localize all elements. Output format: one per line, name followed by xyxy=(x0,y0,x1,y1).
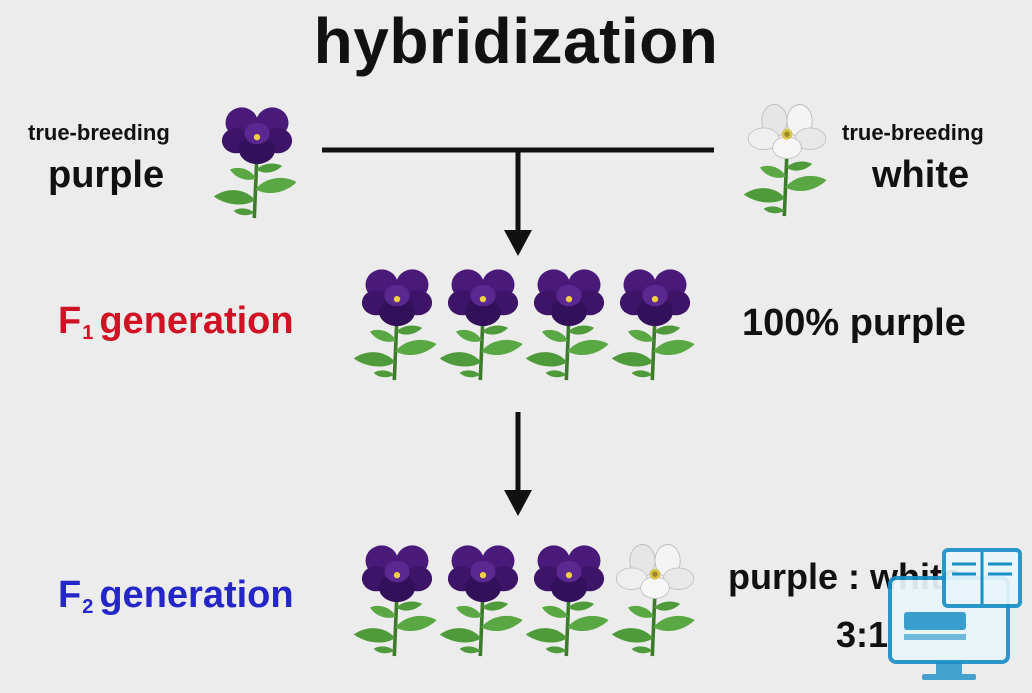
f1-result-label: 100% purple xyxy=(742,302,966,344)
page-title: hybridization xyxy=(313,5,719,77)
right-parent-small-label: true-breeding xyxy=(842,120,984,145)
f2-flower-purple-icon xyxy=(438,545,525,658)
f2-ratio-value: 3:1 xyxy=(836,614,889,655)
f2-flower-white-icon xyxy=(610,544,697,658)
f2-flower-row xyxy=(352,538,712,668)
arrow-to-f1-head xyxy=(504,230,532,256)
f1-flower-purple-icon xyxy=(352,269,439,382)
f1-flower-row xyxy=(352,262,712,392)
f1-flower-purple-icon xyxy=(524,269,611,382)
arrow-to-f2-head xyxy=(504,490,532,516)
watermark-logo-icon xyxy=(888,548,1022,680)
f1-flower-purple-icon xyxy=(438,269,525,382)
left-parent-small-label: true-breeding xyxy=(28,120,170,145)
f2-flower-purple-icon xyxy=(352,545,439,658)
f2-flower-purple-icon xyxy=(524,545,611,658)
f1-flower-purple-icon xyxy=(610,269,697,382)
left-parent-big-label: purple xyxy=(48,154,165,196)
right-parent-big-label: white xyxy=(872,154,970,196)
